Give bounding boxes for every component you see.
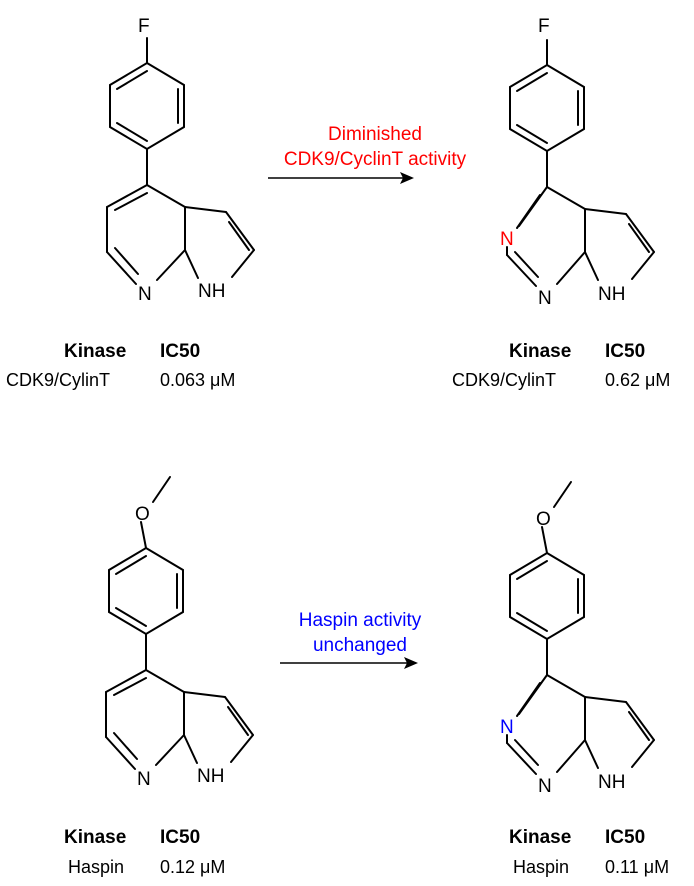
kinase-name: CDK9/CylinT: [452, 370, 556, 390]
kinase-header: Kinase: [64, 827, 126, 848]
arrow-caption-line1: Haspin activity: [299, 610, 422, 631]
kinase-name: Haspin: [68, 857, 124, 877]
kinase-header: Kinase: [509, 827, 571, 848]
fluorine-atom-label: F: [538, 16, 550, 37]
ic50-header: IC50: [605, 341, 645, 362]
oxygen-atom-label: O: [135, 504, 150, 525]
reaction-arrow-top: Diminished CDK9/CyclinT activity: [268, 124, 467, 184]
arrow-head: [400, 172, 414, 184]
pyrrole-nh-label: NH: [198, 281, 225, 302]
ic50-value: 0.62 μM: [605, 370, 670, 390]
pyrrole-nh-label: NH: [197, 766, 224, 787]
compound-bottom-left: O N NH: [105, 476, 254, 790]
arrow-caption-line1: Diminished: [328, 124, 422, 145]
ic50-table-top-right: Kinase IC50 CDK9/CylinT 0.62 μM: [452, 341, 670, 390]
reaction-arrow-bottom: Haspin activity unchanged: [280, 610, 422, 669]
oxygen-atom-label: O: [536, 509, 551, 530]
pyrimidine-nitrogen-label: N: [538, 776, 552, 797]
ic50-value: 0.063 μM: [160, 370, 235, 390]
compound-top-right: F N N NH: [500, 16, 655, 309]
pyridine-nitrogen-label: N: [137, 769, 151, 790]
ic50-table-top-left: Kinase IC50 CDK9/CylinT 0.063 μM: [6, 341, 235, 390]
ic50-table-bottom-right: Kinase IC50 Haspin 0.11 μM: [509, 827, 669, 877]
fluorine-atom-label: F: [138, 16, 150, 37]
pyrimidine-nitrogen-highlight-label: N: [500, 717, 514, 738]
arrow-caption-line2: CDK9/CyclinT activity: [284, 149, 467, 170]
arrow-head: [404, 657, 418, 669]
kinase-name: Haspin: [513, 857, 569, 877]
kinase-header: Kinase: [64, 341, 126, 362]
ic50-header: IC50: [605, 827, 645, 848]
arrow-caption-line2: unchanged: [313, 635, 407, 656]
pyrimidine-nitrogen-highlight-label: N: [500, 229, 514, 250]
pyrrole-nh-label: NH: [598, 284, 625, 305]
ic50-table-bottom-left: Kinase IC50 Haspin 0.12 μM: [64, 827, 225, 877]
kinase-header: Kinase: [509, 341, 571, 362]
compound-top-left: F N NH: [106, 16, 255, 305]
ic50-header: IC50: [160, 341, 200, 362]
pyrrole-nh-label: NH: [598, 772, 625, 793]
pyrimidine-nitrogen-label: N: [538, 288, 552, 309]
kinase-name: CDK9/CylinT: [6, 370, 110, 390]
compound-bottom-right: O N N NH: [500, 481, 655, 797]
ic50-value: 0.11 μM: [605, 857, 669, 877]
pyridine-nitrogen-label: N: [138, 284, 152, 305]
ic50-value: 0.12 μM: [160, 857, 225, 877]
ic50-header: IC50: [160, 827, 200, 848]
